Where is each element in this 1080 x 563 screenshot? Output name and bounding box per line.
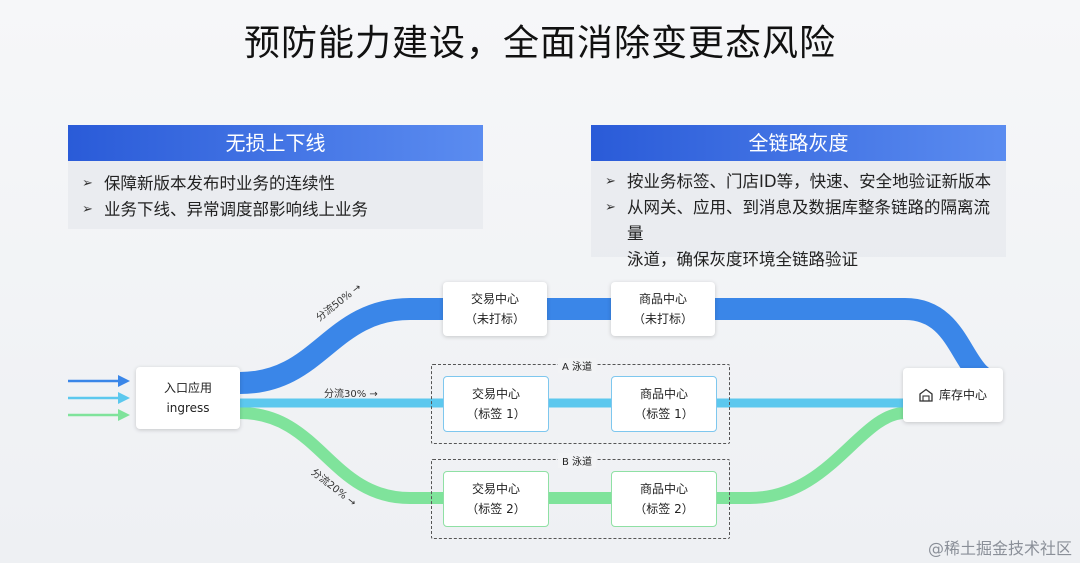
trade-center-tag1: 交易中心 （标签 1）: [443, 376, 549, 432]
flow-path-tag2: [239, 407, 1000, 504]
product-center-untagged: 商品中心 （未打标）: [611, 282, 715, 336]
warehouse-icon: [919, 388, 933, 402]
watermark: @稀土掘金技术社区: [927, 539, 1072, 558]
product-center-tag2: 商品中心 （标签 2）: [611, 471, 717, 527]
incoming-arrows: [68, 375, 130, 421]
lossless-heading: 无损上下线: [68, 125, 483, 161]
lane-a-label: A 泳道: [558, 358, 597, 373]
gray-bullet-1: 按业务标签、门店ID等，快速、安全地验证新版本: [605, 169, 994, 195]
inventory-center-node: 库存中心: [903, 368, 1003, 422]
gray-release-panel: 全链路灰度 按业务标签、门店ID等，快速、安全地验证新版本 从网关、应用、到消息…: [591, 125, 1006, 269]
ingress-node: 入口应用 ingress: [136, 367, 240, 429]
lossless-panel: 无损上下线 保障新版本发布时业务的连续性 业务下线、异常调度部影响线上业务: [68, 125, 483, 229]
lossless-bullet-1: 保障新版本发布时业务的连续性: [82, 171, 471, 197]
trade-center-tag2: 交易中心 （标签 2）: [443, 471, 549, 527]
gray-release-heading: 全链路灰度: [591, 125, 1006, 161]
split-label-middle: 分流30% →: [324, 389, 378, 400]
lossless-bullet-2: 业务下线、异常调度部影响线上业务: [82, 197, 471, 223]
product-center-tag1: 商品中心 （标签 1）: [611, 376, 717, 432]
gray-bullet-2-cont: 泳道，确保灰度环境全链路验证: [627, 250, 858, 269]
trade-center-untagged: 交易中心 （未打标）: [443, 282, 547, 336]
gray-bullet-2: 从网关、应用、到消息及数据库整条链路的隔离流量: [605, 195, 994, 247]
lane-b-label: B 泳道: [558, 453, 597, 468]
page-title: 预防能力建设，全面消除变更态风险: [243, 23, 836, 64]
flow-path-untagged: [239, 298, 1002, 394]
